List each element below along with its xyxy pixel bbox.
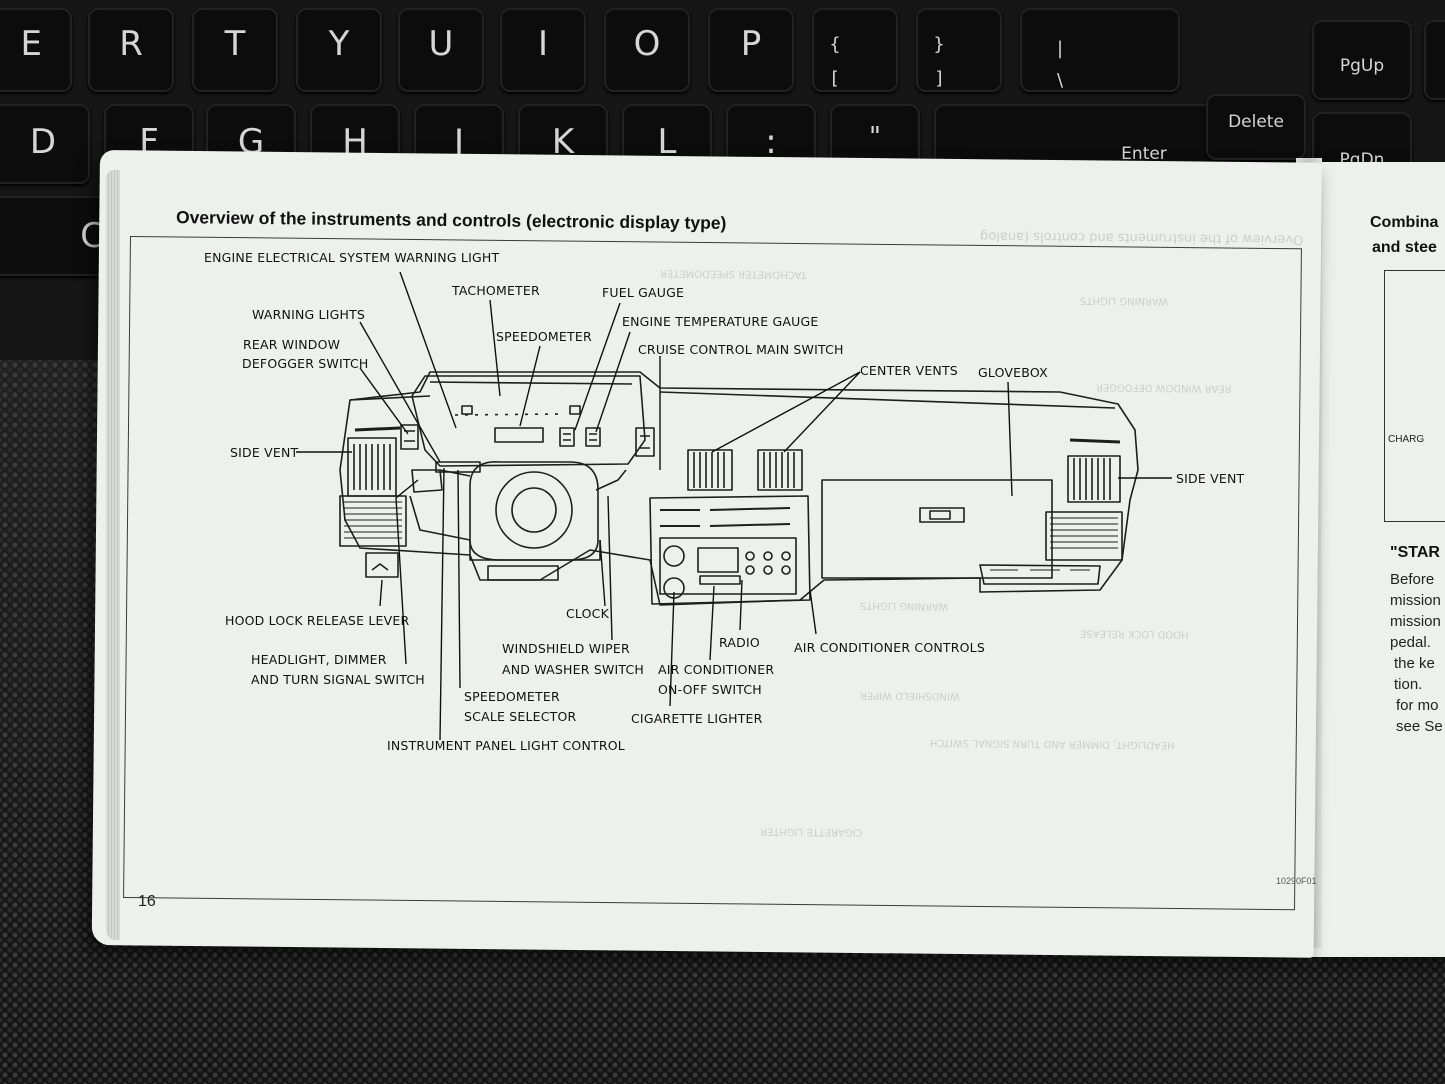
label-side-vent-right: SIDE VENT (1176, 471, 1245, 486)
label-wiper-2: AND WASHER SWITCH (502, 662, 645, 677)
label-wiper-1: WINDSHIELD WIPER (502, 641, 630, 656)
right-page-line: for mo (1396, 697, 1439, 714)
show-through-label: WARNING LIGHTS (859, 599, 949, 612)
label-speedo-scale-2: SCALE SELECTOR (464, 709, 577, 724)
show-through-label: HOOD LOCK RELEASE (1079, 627, 1189, 640)
key-open-brace[interactable]: { [ (812, 8, 898, 92)
label-engine-temperature-gauge: ENGINE TEMPERATURE GAUGE (622, 314, 819, 329)
right-page-inner-label: CHARG (1388, 434, 1425, 445)
label-rear-window-1: REAR WINDOW (243, 337, 341, 352)
page-edges (106, 170, 120, 940)
key-u[interactable]: U (398, 8, 484, 92)
label-hood-lock: HOOD LOCK RELEASE LEVER (225, 613, 410, 628)
label-fuel-gauge: FUEL GAUGE (602, 285, 685, 300)
right-page-line: mission (1390, 613, 1441, 630)
show-through-label: CIGARETTE LIGHTER (759, 825, 863, 838)
label-ac-switch-2: ON-OFF SWITCH (658, 682, 762, 697)
right-page-figure-box (1384, 270, 1445, 522)
center-vent-right (757, 449, 803, 491)
label-radio: RADIO (719, 635, 760, 650)
key-y[interactable]: Y (296, 8, 382, 92)
key-close-brace[interactable]: } ] (916, 8, 1002, 92)
label-side-vent-left: SIDE VENT (230, 445, 299, 460)
right-page-line: the ke (1394, 655, 1435, 672)
label-speedo-scale-1: SPEEDOMETER (464, 689, 560, 704)
label-clock: CLOCK (566, 606, 610, 621)
label-glovebox: GLOVEBOX (978, 365, 1048, 380)
figure-code: 10290F01 (1276, 876, 1317, 886)
right-page-line: pedal. (1390, 634, 1431, 651)
steering-wheel (469, 461, 599, 561)
right-page (1310, 162, 1445, 957)
dashboard-outline (339, 371, 1139, 606)
right-page-heading-2: and stee (1372, 239, 1437, 256)
right-page-section-title: "STAR (1390, 544, 1440, 561)
label-cigarette-lighter: CIGARETTE LIGHTER (631, 711, 763, 726)
key-t[interactable]: T (192, 8, 278, 92)
label-instrument-panel-light: INSTRUMENT PANEL LIGHT CONTROL (387, 738, 625, 753)
show-through-label: REAR WINDOW DEFOGGER (1095, 381, 1232, 394)
page-number: 16 (138, 893, 156, 910)
key-i[interactable]: I (500, 8, 586, 92)
label-ac-switch-1: AIR CONDITIONER (658, 662, 775, 677)
key-o[interactable]: O (604, 8, 690, 92)
right-page-heading-1: Combina (1370, 214, 1439, 231)
label-headlight-1: HEADLIGHT, DIMMER (251, 652, 387, 667)
radio (659, 537, 797, 595)
key-blank-top[interactable] (1424, 20, 1445, 100)
label-engine-electrical-warning: ENGINE ELECTRICAL SYSTEM WARNING LIGHT (204, 250, 500, 265)
label-rear-window-2: DEFOGGER SWITCH (242, 356, 369, 371)
show-through-label: WINDSHIELD WIPER (859, 689, 960, 702)
key-pipe[interactable]: | \ (1020, 8, 1180, 92)
key-p[interactable]: P (708, 8, 794, 92)
key-e[interactable]: E (0, 8, 72, 92)
label-speedometer: SPEEDOMETER (496, 329, 592, 344)
right-page-line: see Se (1396, 718, 1443, 735)
key-delete[interactable]: Delete (1206, 94, 1306, 160)
key-r[interactable]: R (88, 8, 174, 92)
label-center-vents: CENTER VENTS (860, 363, 958, 378)
hood-release-lever (365, 552, 399, 578)
right-side-vent (1067, 455, 1121, 503)
label-headlight-2: AND TURN SIGNAL SWITCH (251, 672, 425, 687)
label-cruise-control: CRUISE CONTROL MAIN SWITCH (638, 342, 844, 357)
glovebox (821, 479, 1053, 579)
show-through-label: WARNING LIGHTS (1079, 294, 1169, 307)
label-ac-controls: AIR CONDITIONER CONTROLS (794, 640, 985, 655)
key-pgup[interactable]: PgUp (1312, 20, 1412, 100)
right-page-line: Before (1390, 571, 1435, 588)
label-warning-lights: WARNING LIGHTS (252, 307, 366, 322)
right-page-line: tion. (1394, 676, 1423, 693)
label-tachometer: TACHOMETER (452, 283, 540, 298)
center-vent-left (687, 449, 733, 491)
show-through-label: TACHOMETER SPEEDOMETER (659, 267, 807, 280)
key-d[interactable]: D (0, 104, 90, 184)
right-page-line: mission (1390, 592, 1441, 609)
